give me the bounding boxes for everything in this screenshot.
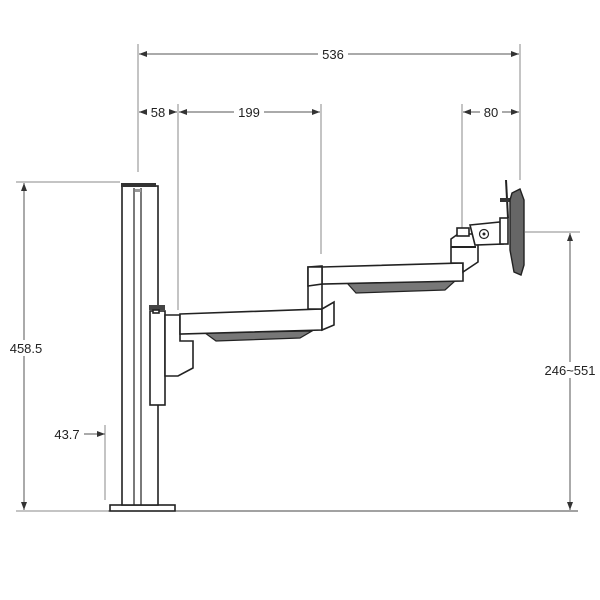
monitor bbox=[509, 188, 525, 276]
tilt-head bbox=[456, 179, 514, 246]
dim-label-199: 199 bbox=[238, 105, 260, 120]
extension-lines bbox=[16, 44, 580, 512]
dimension-head-offset: 80 bbox=[463, 103, 519, 120]
dimension-pole-width: 43.7 bbox=[54, 427, 136, 442]
dimension-arm-length: 199 bbox=[179, 103, 320, 120]
dimension-total-reach: 536 bbox=[139, 45, 519, 62]
dim-label-536: 536 bbox=[322, 47, 344, 62]
lower-arm bbox=[164, 265, 335, 377]
dim-label-43-7: 43.7 bbox=[54, 427, 79, 442]
pole-cap bbox=[121, 183, 156, 187]
dim-label-246-551: 246~551 bbox=[545, 363, 596, 378]
dim-label-458-5: 458.5 bbox=[10, 341, 43, 356]
base-plate bbox=[109, 504, 176, 512]
dimension-height-range: 246~551 bbox=[542, 233, 598, 510]
dimension-pole-offset: 58 bbox=[139, 103, 177, 120]
dim-label-80: 80 bbox=[484, 105, 498, 120]
dimension-pole-height: 458.5 bbox=[6, 183, 46, 510]
dim-label-58: 58 bbox=[151, 105, 165, 120]
upper-arm bbox=[307, 233, 479, 294]
pole-clamp bbox=[149, 305, 166, 406]
